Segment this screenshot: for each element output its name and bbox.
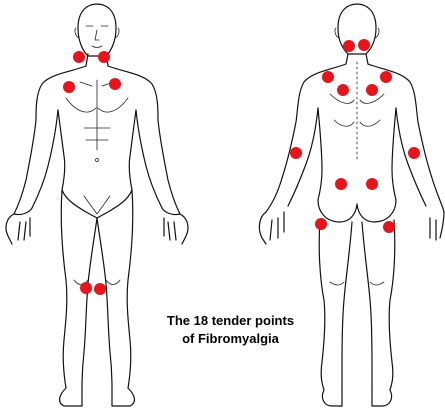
tender-point-back-left-trapezius (322, 71, 334, 83)
tender-point-back-right-trochanter (383, 221, 395, 233)
caption-line-2: of Fibromyalgia (143, 330, 318, 348)
caption-line-1: The 18 tender points (143, 312, 318, 330)
tender-point-front-left-knee (80, 282, 92, 294)
tender-point-back-right-elbow (408, 147, 420, 159)
tender-point-back-left-gluteal (335, 178, 347, 190)
tender-point-back-right-trapezius (380, 71, 392, 83)
tender-point-front-right-knee (94, 283, 106, 295)
tender-point-front-left-rib (63, 81, 75, 93)
tender-point-back-left-trochanter (315, 218, 327, 230)
tender-point-back-right-occiput (358, 39, 370, 51)
tender-point-back-left-supraspinatus (337, 84, 349, 96)
tender-point-front-right-neck (98, 51, 110, 63)
tender-point-back-left-elbow (290, 147, 302, 159)
tender-point-front-left-neck (73, 51, 85, 63)
caption: The 18 tender points of Fibromyalgia (143, 312, 318, 348)
tender-point-back-right-supraspinatus (366, 84, 378, 96)
tender-point-back-right-gluteal (366, 178, 378, 190)
tender-point-back-left-occiput (343, 40, 355, 52)
tender-point-front-right-rib (109, 78, 121, 90)
tender-points (63, 39, 420, 295)
